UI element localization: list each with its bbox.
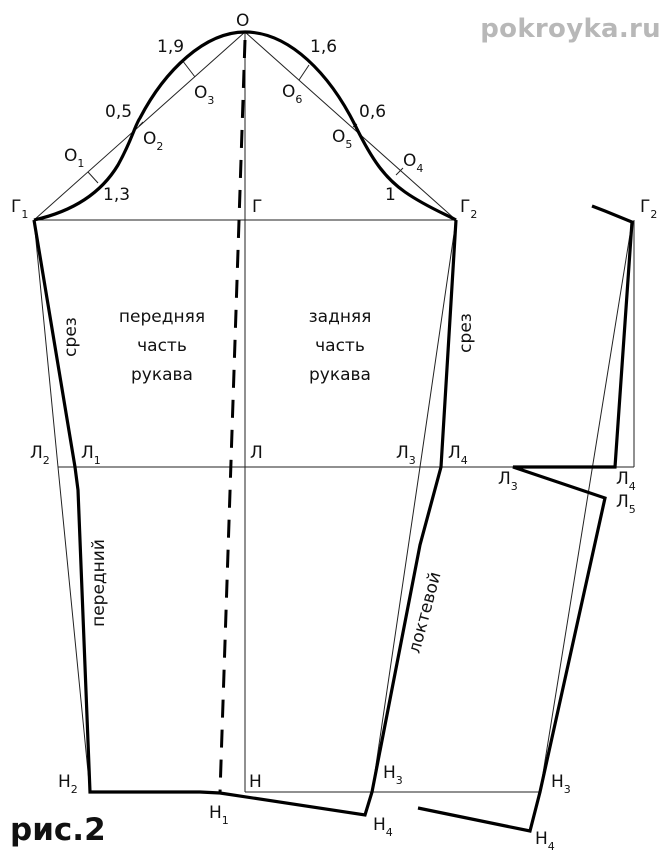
label-l3-right: Л3: [498, 469, 518, 493]
watermark: pokroyka.ru: [480, 14, 661, 44]
pattern-outline: [32, 30, 634, 833]
label-g: Г: [252, 197, 262, 217]
tick-o1: [87, 171, 99, 184]
tick-o3: [181, 59, 196, 78]
measure-1-9: 1,9: [157, 37, 184, 57]
line-g2-l3-h3: [371, 219, 457, 793]
measure-1-6: 1,6: [310, 37, 337, 57]
line-right-diagonal: [539, 221, 633, 793]
point-labels: О О1 О2 О3 О6 О5 О4 Г1 Г Г2 Г2 Л2 Л1 Л Л…: [11, 11, 657, 853]
front-part-line1: передняя: [119, 307, 205, 327]
label-h3-right: Н3: [551, 772, 571, 796]
cut-label-right: срез: [456, 313, 476, 353]
front-part-line3: рукава: [131, 365, 193, 385]
label-l5-right: Л5: [616, 492, 636, 516]
label-g1: Г1: [11, 197, 28, 221]
label-o6: О6: [282, 82, 302, 106]
label-h3: Н3: [383, 763, 403, 787]
label-h1: Н1: [209, 803, 229, 827]
line-g1-l2-h2: [33, 219, 91, 793]
label-g2-right: Г2: [640, 197, 657, 221]
tick-o4: [395, 167, 404, 176]
measurement-labels: 1,9 0,5 1,3 1,6 0,6 1: [103, 37, 396, 205]
tick-o6: [298, 64, 310, 81]
chord-o-g2: [244, 31, 457, 221]
area-labels: передняя часть рукава задняя часть рукав…: [61, 307, 476, 656]
label-o2: О2: [143, 129, 163, 153]
back-part-line1: задняя: [309, 307, 372, 327]
label-h4-right: Н4: [535, 829, 555, 853]
measure-1-3: 1,3: [103, 185, 130, 205]
sleeve-cap-curve: [33, 30, 457, 222]
label-h4: Н4: [373, 815, 393, 839]
front-seam-label: передний: [89, 539, 109, 627]
measure-0-6: 0,6: [359, 102, 386, 122]
measure-0-5: 0,5: [105, 102, 132, 122]
label-l1: Л1: [81, 443, 101, 467]
elbow-seam-label: локтевой: [405, 570, 446, 656]
label-o: О: [236, 11, 249, 31]
label-o5: О5: [332, 127, 352, 151]
figure-label: рис.2: [10, 812, 106, 848]
measure-1: 1: [385, 185, 396, 205]
under-sleeve-outline: [417, 204, 634, 833]
cut-label-left: срез: [61, 317, 81, 357]
label-h2: Н2: [58, 772, 78, 796]
tick-o2: [138, 121, 144, 127]
label-h: Н: [249, 772, 262, 792]
label-o1: О1: [64, 146, 84, 170]
back-part-line2: часть: [315, 336, 365, 356]
front-part-line2: часть: [137, 336, 187, 356]
label-l3: Л3: [396, 443, 416, 467]
label-l: Л: [250, 443, 263, 463]
label-o3: О3: [194, 83, 214, 107]
label-l2: Л2: [30, 443, 50, 467]
construction-lines: [33, 31, 635, 793]
label-l4-right: Л4: [616, 469, 636, 493]
label-o4: О4: [403, 151, 423, 175]
label-g2: Г2: [460, 197, 477, 221]
back-part-line3: рукава: [309, 365, 371, 385]
grain-dashed-line: [218, 39, 247, 794]
label-l4: Л4: [448, 443, 468, 467]
